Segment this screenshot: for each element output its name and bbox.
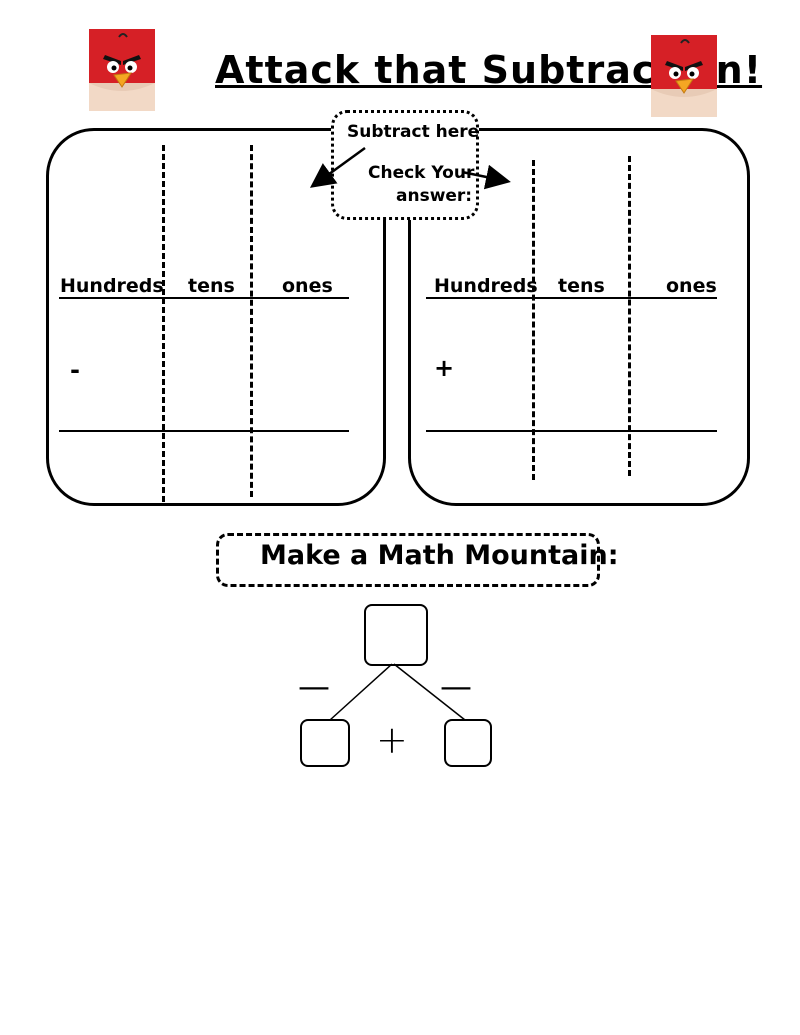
minus-sign-right: —: [440, 667, 472, 705]
check-answer-label-line2: answer:: [396, 186, 473, 206]
plus-sign: +: [376, 718, 408, 762]
column-divider: [628, 156, 631, 476]
subtract-here-label: Subtract here: [347, 122, 480, 142]
plus-sign: +: [434, 354, 455, 382]
column-divider: [162, 145, 165, 502]
tens-column-header: tens: [558, 275, 605, 297]
math-mountain-heading: Make a Math Mountain:: [260, 540, 619, 571]
ones-column-header: ones: [666, 275, 717, 297]
total-box[interactable]: [364, 604, 428, 666]
minus-sign-left: —: [298, 667, 330, 705]
ones-column-header: ones: [282, 275, 333, 297]
math-mountain-banner: [216, 533, 600, 587]
header-line: [59, 297, 349, 299]
mountain-left-line: [329, 663, 393, 721]
column-divider: [250, 145, 253, 497]
part-box-right[interactable]: [444, 719, 492, 767]
hundreds-column-header: Hundreds: [434, 275, 538, 297]
part-box-left[interactable]: [300, 719, 350, 767]
hundreds-column-header: Hundreds: [60, 275, 164, 297]
answer-line: [426, 430, 717, 432]
minus-sign: -: [70, 356, 80, 384]
header-line: [426, 297, 717, 299]
column-divider: [532, 160, 535, 480]
angry-bird-icon: [651, 35, 717, 117]
answer-line: [59, 430, 349, 432]
tens-column-header: tens: [188, 275, 235, 297]
subtract-panel: [46, 128, 386, 506]
check-answer-label: Check Your: [368, 163, 475, 183]
angry-bird-icon: [89, 29, 155, 111]
